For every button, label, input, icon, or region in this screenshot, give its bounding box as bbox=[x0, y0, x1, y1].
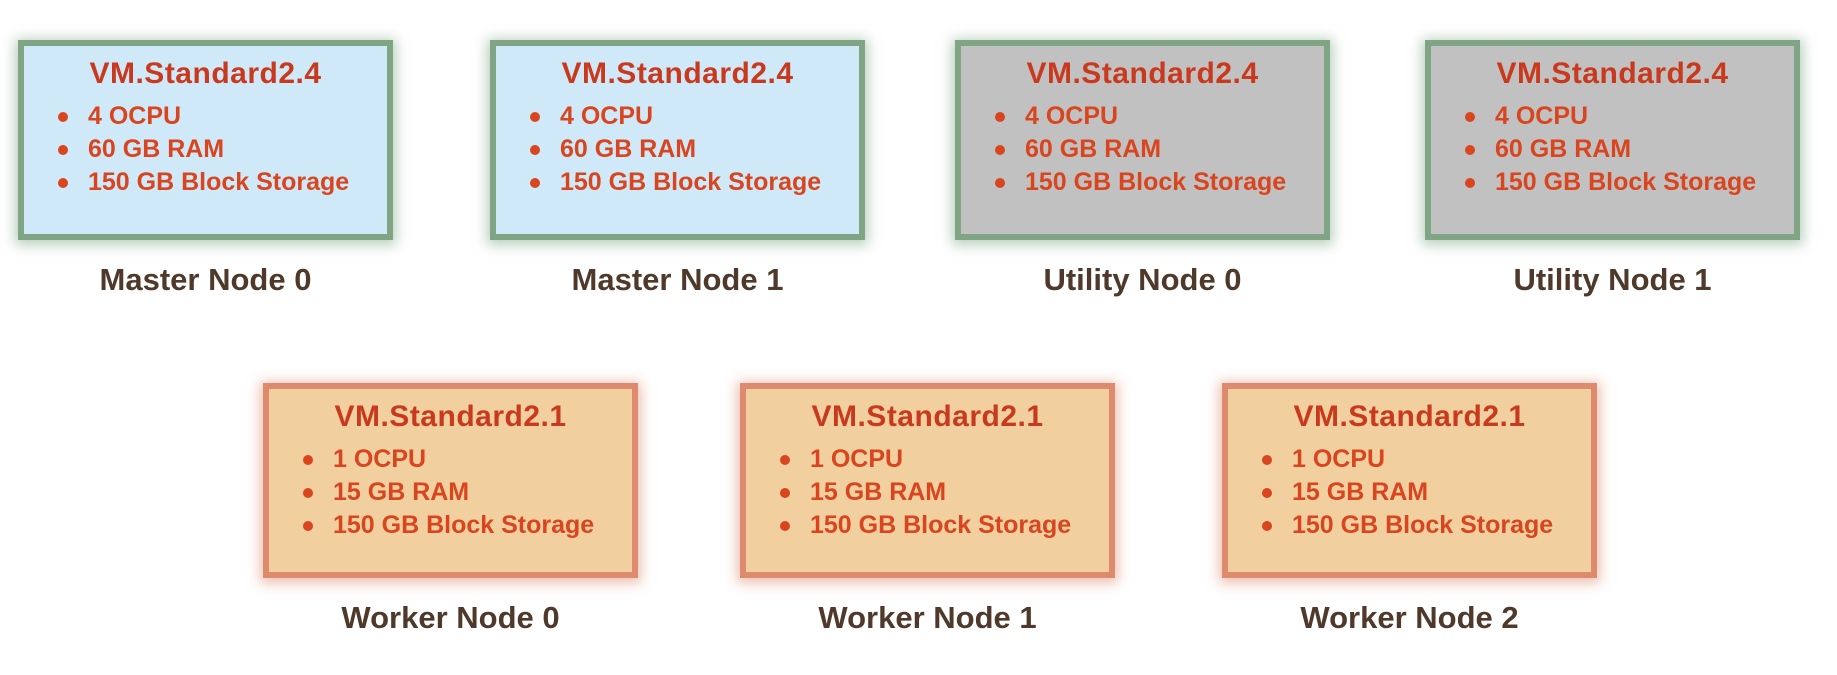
spec-text: 150 GB Block Storage bbox=[1495, 168, 1757, 196]
spec-item: 15 GB RAM bbox=[1258, 476, 1591, 509]
spec-list: 4 OCPU 60 GB RAM 150 GB Block Storage bbox=[24, 100, 387, 199]
spec-text: 1 OCPU bbox=[810, 445, 904, 473]
bullet-icon bbox=[1262, 521, 1272, 531]
spec-text: 15 GB RAM bbox=[333, 478, 470, 506]
node-label-worker-0: Worker Node 0 bbox=[341, 600, 560, 635]
node-card-utility-0: VM.Standard2.4 4 OCPU 60 GB RAM 150 GB B… bbox=[955, 40, 1330, 240]
node-card-worker-2: VM.Standard2.1 1 OCPU 15 GB RAM 150 GB B… bbox=[1222, 383, 1597, 578]
spec-list: 1 OCPU 15 GB RAM 150 GB Block Storage bbox=[1228, 443, 1591, 542]
bullet-icon bbox=[1262, 455, 1272, 465]
bullet-icon bbox=[1465, 145, 1475, 155]
spec-item: 4 OCPU bbox=[1461, 100, 1794, 133]
spec-item: 150 GB Block Storage bbox=[1258, 509, 1591, 542]
spec-text: 60 GB RAM bbox=[1495, 135, 1632, 163]
spec-text: 4 OCPU bbox=[560, 102, 654, 130]
spec-item: 150 GB Block Storage bbox=[991, 166, 1324, 199]
bullet-icon bbox=[1465, 178, 1475, 188]
node-label-master-0: Master Node 0 bbox=[99, 262, 312, 297]
node-label-utility-0: Utility Node 0 bbox=[1043, 262, 1242, 297]
spec-text: 150 GB Block Storage bbox=[1292, 511, 1554, 539]
bullet-icon bbox=[780, 455, 790, 465]
spec-text: 1 OCPU bbox=[1292, 445, 1386, 473]
bullet-icon bbox=[303, 521, 313, 531]
spec-list: 4 OCPU 60 GB RAM 150 GB Block Storage bbox=[1431, 100, 1794, 199]
vm-shape-title: VM.Standard2.4 bbox=[89, 57, 322, 90]
spec-text: 150 GB Block Storage bbox=[560, 168, 822, 196]
bullet-icon bbox=[1262, 488, 1272, 498]
spec-text: 4 OCPU bbox=[88, 102, 182, 130]
vm-shape-title: VM.Standard2.4 bbox=[561, 57, 794, 90]
spec-text: 60 GB RAM bbox=[560, 135, 697, 163]
node-card-utility-1: VM.Standard2.4 4 OCPU 60 GB RAM 150 GB B… bbox=[1425, 40, 1800, 240]
spec-item: 150 GB Block Storage bbox=[1461, 166, 1794, 199]
bullet-icon bbox=[995, 112, 1005, 122]
spec-text: 150 GB Block Storage bbox=[810, 511, 1072, 539]
spec-list: 1 OCPU 15 GB RAM 150 GB Block Storage bbox=[746, 443, 1109, 542]
bullet-icon bbox=[995, 145, 1005, 155]
spec-text: 150 GB Block Storage bbox=[88, 168, 350, 196]
node-label-worker-1: Worker Node 1 bbox=[818, 600, 1037, 635]
spec-item: 60 GB RAM bbox=[526, 133, 859, 166]
bullet-icon bbox=[1465, 112, 1475, 122]
spec-text: 60 GB RAM bbox=[88, 135, 225, 163]
bullet-icon bbox=[780, 488, 790, 498]
bullet-icon bbox=[530, 145, 540, 155]
vm-shape-title: VM.Standard2.4 bbox=[1026, 57, 1259, 90]
spec-item: 4 OCPU bbox=[54, 100, 387, 133]
node-label-utility-1: Utility Node 1 bbox=[1513, 262, 1712, 297]
bullet-icon bbox=[58, 145, 68, 155]
spec-text: 15 GB RAM bbox=[810, 478, 947, 506]
bullet-icon bbox=[530, 178, 540, 188]
node-card-master-0: VM.Standard2.4 4 OCPU 60 GB RAM 150 GB B… bbox=[18, 40, 393, 240]
spec-item: 60 GB RAM bbox=[991, 133, 1324, 166]
spec-item: 150 GB Block Storage bbox=[526, 166, 859, 199]
bullet-icon bbox=[303, 488, 313, 498]
bullet-icon bbox=[58, 112, 68, 122]
spec-item: 150 GB Block Storage bbox=[776, 509, 1109, 542]
bullet-icon bbox=[303, 455, 313, 465]
vm-shape-title: VM.Standard2.1 bbox=[811, 400, 1044, 433]
spec-text: 4 OCPU bbox=[1495, 102, 1589, 130]
spec-list: 1 OCPU 15 GB RAM 150 GB Block Storage bbox=[269, 443, 632, 542]
vm-shape-title: VM.Standard2.4 bbox=[1496, 57, 1729, 90]
spec-item: 60 GB RAM bbox=[1461, 133, 1794, 166]
spec-item: 1 OCPU bbox=[776, 443, 1109, 476]
spec-item: 4 OCPU bbox=[526, 100, 859, 133]
spec-item: 1 OCPU bbox=[1258, 443, 1591, 476]
spec-item: 15 GB RAM bbox=[776, 476, 1109, 509]
spec-text: 1 OCPU bbox=[333, 445, 427, 473]
node-card-worker-1: VM.Standard2.1 1 OCPU 15 GB RAM 150 GB B… bbox=[740, 383, 1115, 578]
spec-text: 150 GB Block Storage bbox=[1025, 168, 1287, 196]
spec-item: 15 GB RAM bbox=[299, 476, 632, 509]
spec-item: 4 OCPU bbox=[991, 100, 1324, 133]
spec-text: 4 OCPU bbox=[1025, 102, 1119, 130]
vm-shape-title: VM.Standard2.1 bbox=[334, 400, 567, 433]
spec-item: 60 GB RAM bbox=[54, 133, 387, 166]
bullet-icon bbox=[780, 521, 790, 531]
node-label-master-1: Master Node 1 bbox=[571, 262, 784, 297]
node-card-worker-0: VM.Standard2.1 1 OCPU 15 GB RAM 150 GB B… bbox=[263, 383, 638, 578]
spec-list: 4 OCPU 60 GB RAM 150 GB Block Storage bbox=[961, 100, 1324, 199]
node-card-master-1: VM.Standard2.4 4 OCPU 60 GB RAM 150 GB B… bbox=[490, 40, 865, 240]
bullet-icon bbox=[530, 112, 540, 122]
spec-text: 150 GB Block Storage bbox=[333, 511, 595, 539]
spec-item: 150 GB Block Storage bbox=[299, 509, 632, 542]
bullet-icon bbox=[995, 178, 1005, 188]
bullet-icon bbox=[58, 178, 68, 188]
node-label-worker-2: Worker Node 2 bbox=[1300, 600, 1519, 635]
vm-shape-title: VM.Standard2.1 bbox=[1293, 400, 1526, 433]
spec-list: 4 OCPU 60 GB RAM 150 GB Block Storage bbox=[496, 100, 859, 199]
spec-text: 60 GB RAM bbox=[1025, 135, 1162, 163]
spec-item: 150 GB Block Storage bbox=[54, 166, 387, 199]
spec-text: 15 GB RAM bbox=[1292, 478, 1429, 506]
spec-item: 1 OCPU bbox=[299, 443, 632, 476]
